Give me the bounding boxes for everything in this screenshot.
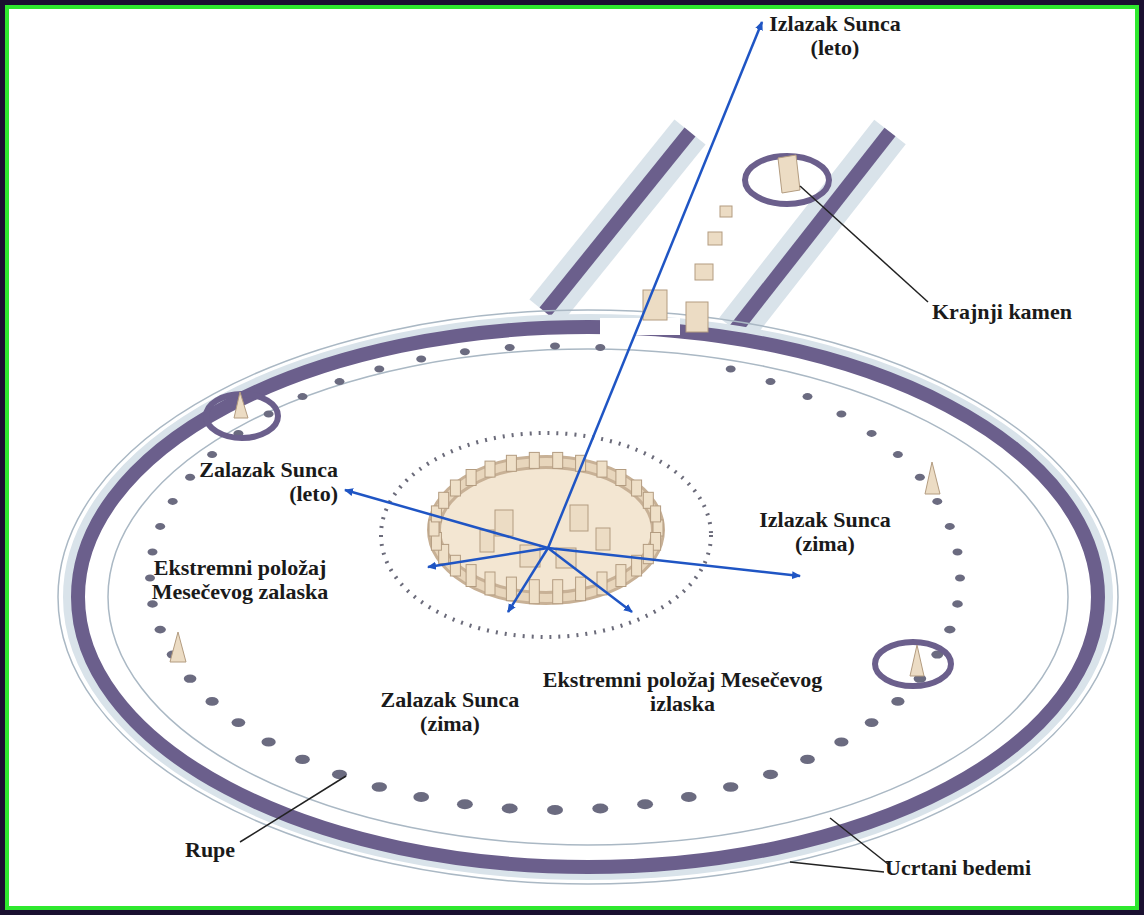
direction-label: Ekstremni položaj Mesečevog izlaska	[530, 668, 835, 716]
direction-label: Krajnji kamen	[932, 300, 1132, 324]
direction-label: Zalazak Sunca (leto)	[190, 458, 338, 506]
direction-label: Izlazak Sunca (zima)	[745, 508, 905, 556]
direction-label: Izlazak Sunca (leto)	[760, 12, 910, 60]
direction-label: Zalazak Sunca (zima)	[380, 688, 520, 736]
direction-label: Ekstremni položaj Mesečevog zalaska	[140, 556, 340, 604]
direction-label: Rupe	[185, 838, 265, 862]
direction-label: Ucrtani bedemi	[885, 856, 1115, 880]
